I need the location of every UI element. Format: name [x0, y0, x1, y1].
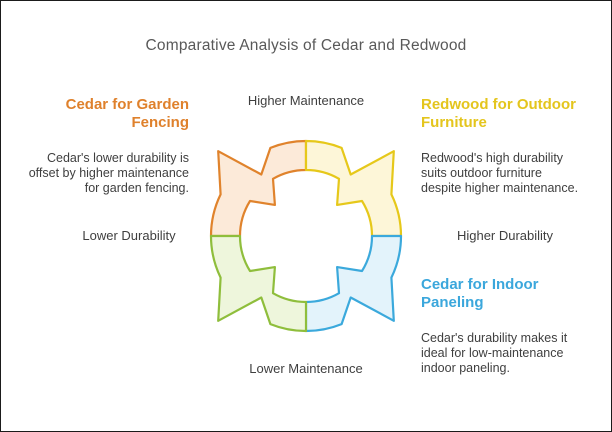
quadrant-arrow-top-left [209, 139, 308, 238]
callout-body-line: indoor paneling. [421, 361, 510, 375]
callout-redwood-outdoor-furniture: Redwood for Outdoor Furniture Redwood's … [421, 96, 601, 196]
callout-body: Redwood's high durability suits outdoor … [421, 151, 601, 196]
callout-heading: Cedar for Indoor Paneling [421, 276, 601, 312]
callout-cedar-indoor-paneling: Cedar for Indoor Paneling Cedar's durabi… [421, 276, 601, 376]
callout-heading-line: Redwood for Outdoor [421, 96, 576, 113]
callout-heading-line: Paneling [421, 294, 484, 311]
callout-body-line: Redwood's high durability [421, 151, 564, 165]
callout-heading: Cedar for Garden Fencing [23, 96, 189, 132]
callout-heading-line: Cedar for Indoor [421, 276, 539, 293]
callout-body: Cedar's lower durability is offset by hi… [23, 151, 189, 196]
callout-heading-line: Cedar for Garden [65, 96, 189, 113]
callout-heading: Redwood for Outdoor Furniture [421, 96, 601, 132]
callout-heading-line: Fencing [131, 114, 189, 131]
callout-body-line: suits outdoor furniture [421, 166, 542, 180]
cycle-quadrant-diagram [209, 139, 403, 333]
callout-body-line: Cedar's lower durability is [46, 151, 189, 165]
axis-label-higher-maintenance: Higher Maintenance [247, 93, 365, 108]
axis-label-lower-durability: Lower Durability [82, 228, 176, 243]
callout-body-line: for garden fencing. [84, 181, 189, 195]
callout-body-line: ideal for low-maintenance [421, 346, 564, 360]
quadrant-arrow-top-right [304, 139, 403, 238]
quadrant-arrow-bottom-left [209, 234, 308, 333]
page-title: Comparative Analysis of Cedar and Redwoo… [145, 37, 467, 54]
axis-label-higher-durability: Higher Durability [456, 228, 554, 243]
callout-heading-line: Furniture [421, 114, 487, 131]
callout-body: Cedar's durability makes it ideal for lo… [421, 331, 601, 376]
callout-body-line: Cedar's durability makes it [421, 331, 568, 345]
callout-body-line: despite higher maintenance. [421, 181, 579, 195]
callout-body-line: offset by higher maintenance [28, 166, 189, 180]
quadrant-arrow-bottom-right [304, 234, 403, 333]
axis-label-lower-maintenance: Lower Maintenance [249, 361, 363, 376]
callout-cedar-garden-fencing: Cedar for Garden Fencing Cedar's lower d… [23, 96, 189, 196]
